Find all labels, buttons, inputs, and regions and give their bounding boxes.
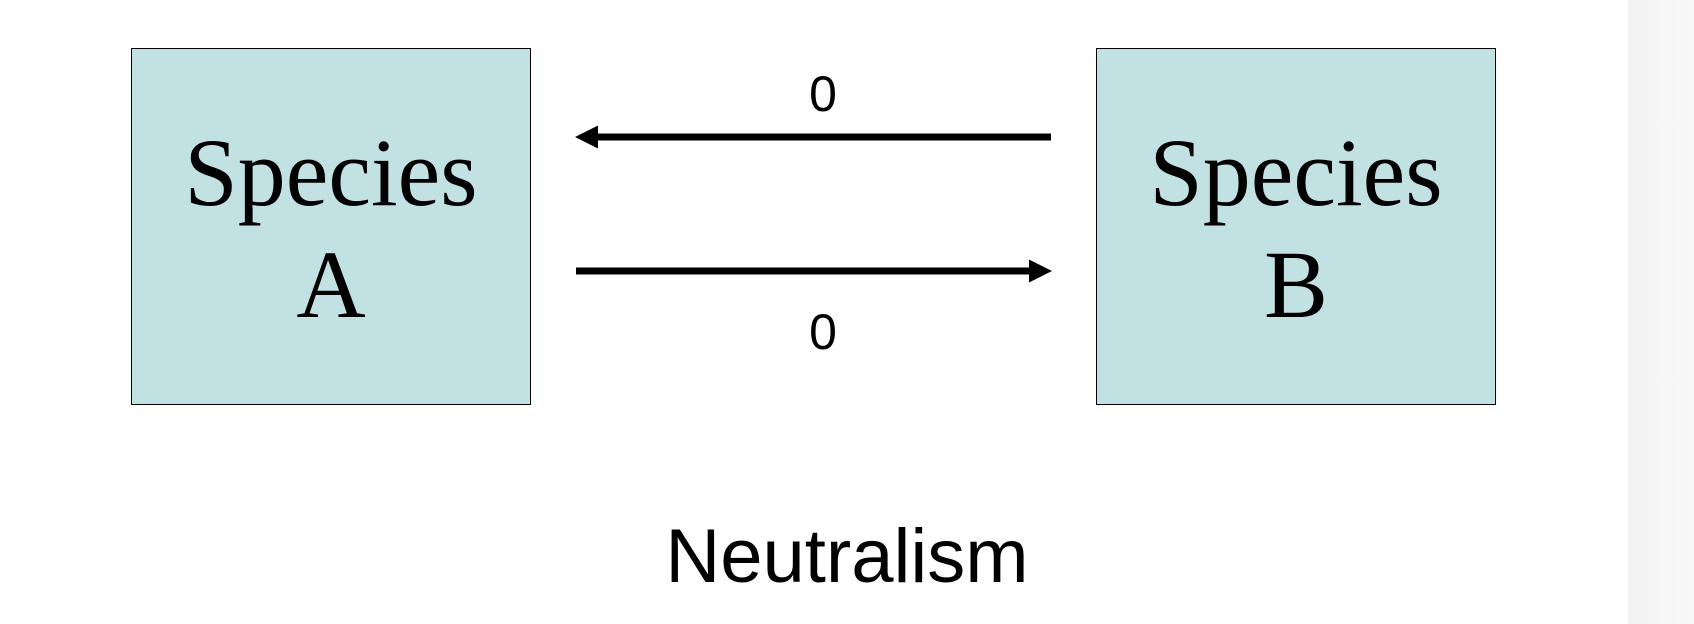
species-b-box: Species B <box>1096 48 1496 405</box>
species-a-label-line1: Species <box>184 118 478 226</box>
diagram-caption: Neutralism <box>665 514 1029 599</box>
arrow-a-to-b-head <box>1029 259 1052 283</box>
arrow-b-to-a <box>575 125 1051 149</box>
arrow-b-to-a-head <box>575 125 598 149</box>
species-b-label-line2: B <box>1263 230 1329 338</box>
species-b-label-line1: Species <box>1149 118 1443 226</box>
effect-a-on-b-label: 0 <box>809 304 837 360</box>
effect-b-on-a-label: 0 <box>809 66 837 122</box>
species-b-label: Species B <box>1149 117 1442 341</box>
species-a-box: Species A <box>131 48 531 405</box>
slide-edge-margin <box>1628 0 1694 624</box>
arrow-a-to-b <box>576 259 1052 283</box>
species-a-label: Species A <box>184 117 477 341</box>
species-a-label-line2: A <box>296 230 366 338</box>
